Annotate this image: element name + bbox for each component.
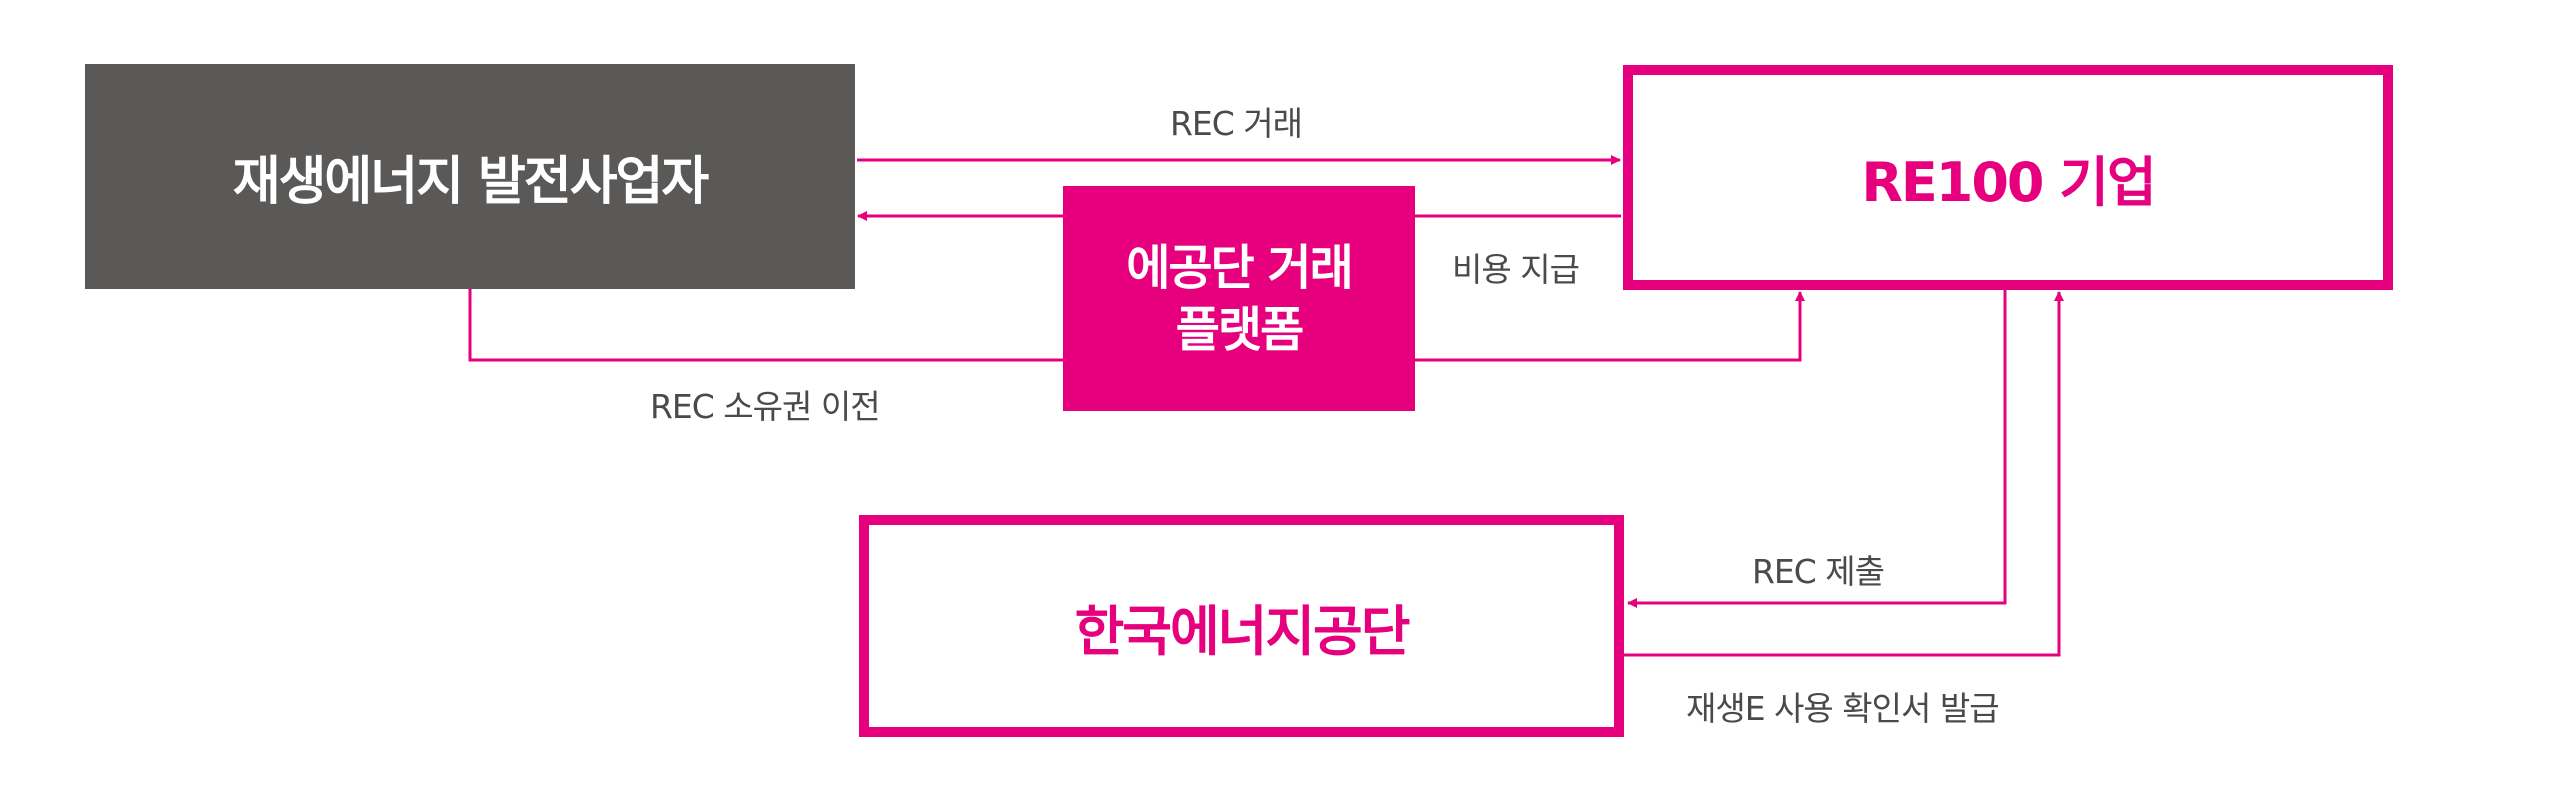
cost-payment-label: 비용 지급 [1452,250,1580,289]
rec-trade-label: REC 거래 [1170,104,1303,143]
confirm-issue-label: 재생E 사용 확인서 발급 [1686,689,2000,728]
kea-label: 한국에너지공단 [1074,599,1411,663]
rec-ownership-label: REC 소유권 이전 [650,387,881,426]
generator-label: 재생에너지 발전사업자 [232,152,710,212]
platform-label-line2: 플랫폼 [1175,301,1304,358]
confirm-issue-arrow [1624,291,2064,657]
rec-submit-arrow [1627,290,2007,608]
re100-label: RE100 기업 [1861,151,2156,214]
kea-node: 한국에너지공단 [859,515,1624,737]
platform-label-line1: 에공단 거래 [1126,239,1354,296]
re100-node: RE100 기업 [1623,65,2393,290]
rec-submit-label: REC 제출 [1752,552,1885,591]
platform-node: 에공단 거래 플랫폼 [1063,186,1415,411]
generator-node: 재생에너지 발전사업자 [85,64,855,289]
